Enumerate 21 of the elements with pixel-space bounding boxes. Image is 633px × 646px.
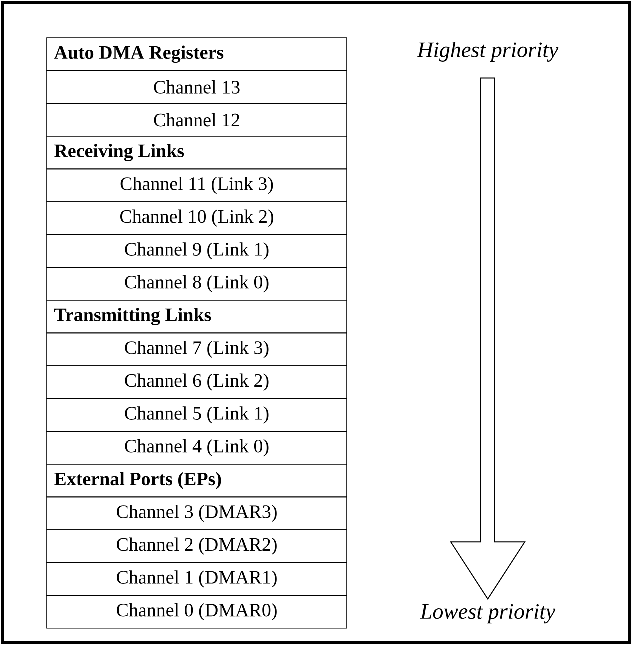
table-cell: Channel 2 (DMAR2) bbox=[46, 530, 348, 564]
table-cell: Channel 9 (Link 1) bbox=[46, 234, 348, 268]
priority-arrow bbox=[450, 78, 526, 600]
table-header-cell: Transmitting Links bbox=[46, 300, 348, 334]
table-cell: Channel 5 (Link 1) bbox=[46, 398, 348, 432]
table-cell: Channel 12 bbox=[46, 103, 348, 137]
table-cell: Channel 0 (DMAR0) bbox=[46, 595, 348, 629]
priority-label: Lowest priority bbox=[420, 604, 556, 624]
table-header-cell: Receiving Links bbox=[46, 136, 348, 170]
table-cell: Channel 3 (DMAR3) bbox=[46, 496, 348, 530]
table-cell: Channel 13 bbox=[46, 70, 348, 104]
table-cell: Channel 7 (Link 3) bbox=[46, 332, 348, 366]
table-cell: Channel 8 (Link 0) bbox=[46, 267, 348, 301]
priority-label: Highest priority bbox=[417, 42, 559, 62]
table-cell: Channel 4 (Link 0) bbox=[46, 431, 348, 465]
table-cell: Channel 10 (Link 2) bbox=[46, 202, 348, 236]
table-header-cell: Auto DMA Registers bbox=[46, 38, 348, 72]
table-header-cell: External Ports (EPs) bbox=[46, 464, 348, 498]
table-cell: Channel 1 (DMAR1) bbox=[46, 562, 348, 596]
table-cell: Channel 6 (Link 2) bbox=[46, 366, 348, 400]
table-cell: Channel 11 (Link 3) bbox=[46, 168, 348, 202]
